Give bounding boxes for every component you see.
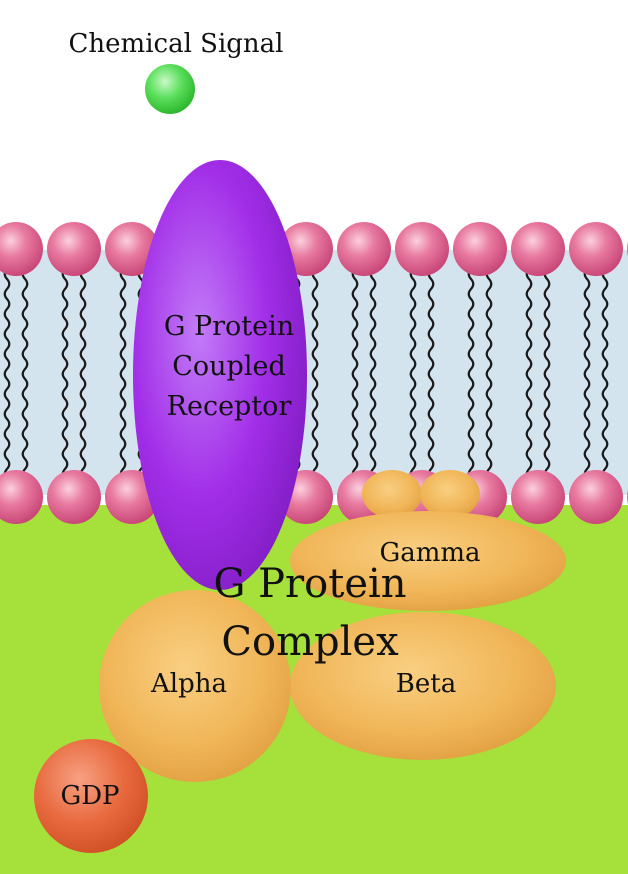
receptor-label-line-1: G Protein bbox=[163, 311, 295, 342]
phospholipid-head bbox=[453, 222, 507, 276]
lipid-tail bbox=[601, 258, 609, 488]
lipid-tail bbox=[583, 258, 591, 488]
gdp-label: GDP bbox=[60, 781, 120, 811]
gamma-anchor-right bbox=[420, 470, 480, 518]
alpha-label: Alpha bbox=[151, 669, 227, 699]
phospholipid-head bbox=[511, 470, 565, 524]
lipid-tail bbox=[61, 258, 69, 488]
beta-subunit bbox=[290, 612, 556, 760]
lipid-tail bbox=[427, 258, 435, 488]
beta-label: Beta bbox=[395, 669, 457, 699]
lipid-tail bbox=[79, 258, 87, 488]
lipid-tail bbox=[409, 258, 417, 488]
lipid-tail bbox=[485, 258, 493, 488]
gdp-molecule bbox=[34, 739, 148, 853]
phospholipid-head bbox=[47, 222, 101, 276]
receptor-label: G Protein Coupled Receptor bbox=[164, 307, 294, 427]
phospholipid-head bbox=[569, 222, 623, 276]
complex-label-line-2: Complex bbox=[221, 619, 399, 665]
phospholipid-head bbox=[511, 222, 565, 276]
gamma-label: Gamma bbox=[379, 538, 481, 568]
lipid-tail bbox=[467, 258, 475, 488]
gamma-subunit bbox=[290, 511, 566, 611]
receptor-label-line-2: Coupled bbox=[172, 351, 286, 382]
phospholipid-head bbox=[0, 470, 43, 524]
receptor-label-line-3: Receptor bbox=[166, 391, 292, 422]
lipid-tail bbox=[3, 258, 11, 488]
lipid-tail bbox=[119, 258, 127, 488]
chemical-signal-label: Chemical Signal bbox=[68, 29, 284, 59]
chemical-signal-molecule bbox=[145, 64, 195, 114]
lipid-tail bbox=[543, 258, 551, 488]
complex-label-line-1: G Protein bbox=[213, 561, 407, 607]
lipid-tail bbox=[525, 258, 533, 488]
complex-label: G Protein Complex bbox=[213, 555, 406, 671]
gamma-anchor-left bbox=[362, 470, 422, 518]
gpcr-receptor bbox=[133, 160, 307, 590]
lipid-tail bbox=[311, 258, 319, 488]
lipid-tail bbox=[351, 258, 359, 488]
lipid-tail bbox=[369, 258, 377, 488]
phospholipid-head bbox=[569, 470, 623, 524]
alpha-subunit bbox=[99, 590, 291, 782]
phospholipid-head bbox=[395, 222, 449, 276]
lipid-tail bbox=[21, 258, 29, 488]
phospholipid-head bbox=[0, 222, 43, 276]
phospholipid-head bbox=[47, 470, 101, 524]
phospholipid-head bbox=[105, 222, 159, 276]
phospholipid-head bbox=[337, 222, 391, 276]
